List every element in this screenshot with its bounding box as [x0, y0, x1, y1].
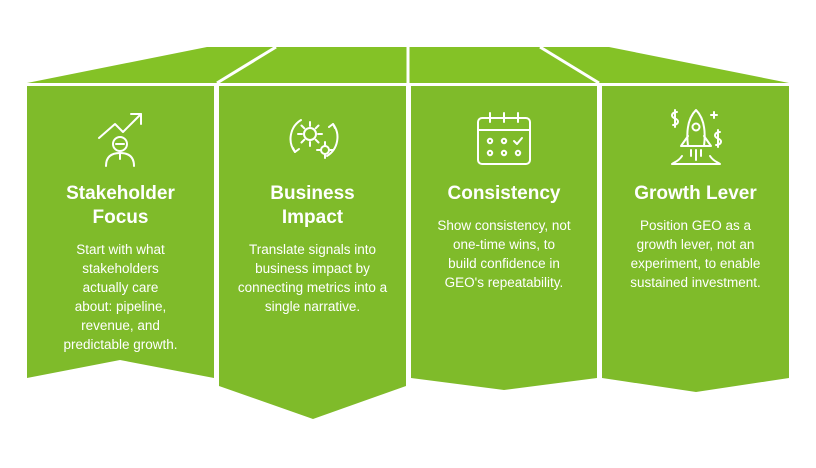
panel-growth-lever: Growth Lever Position GEO as a growth le…: [602, 86, 789, 378]
panel-business-impact: Business Impact Translate signals into b…: [219, 86, 406, 386]
panel-description: Translate signals into business impact b…: [237, 242, 388, 314]
roof-right: [409, 47, 789, 83]
panel-title: Growth Lever: [602, 182, 789, 206]
panel-2-shape: [219, 86, 406, 419]
panel-3-shape: [411, 86, 597, 390]
panel-stakeholder-focus: Stakeholder Focus Start with what stakeh…: [27, 86, 214, 378]
panel-1-shape: [27, 86, 214, 378]
gears-cycle-icon: [289, 119, 338, 159]
roof-left: [27, 47, 407, 83]
panel-consistency: Consistency Show consistency, not one-ti…: [411, 86, 597, 378]
panel-title: Consistency: [411, 182, 597, 206]
calendar-check-icon: [477, 112, 531, 165]
roof-divider-right: [539, 45, 600, 85]
title-line-1: Stakeholder: [66, 183, 175, 204]
panel-title: Stakeholder Focus: [27, 182, 214, 230]
growth-person-icon: [97, 113, 142, 167]
roof-divider-left: [216, 45, 277, 85]
title-line-2: Impact: [281, 207, 344, 228]
rocket-dollar-icon: [670, 109, 722, 165]
panel-description: Start with what stakeholders actually ca…: [63, 242, 178, 352]
title-line-1: Business: [270, 183, 355, 204]
panel-description: Position GEO as a growth lever, not an e…: [630, 218, 761, 290]
panel-4-shape: [602, 86, 789, 392]
panel-title: Business Impact: [219, 182, 406, 230]
title-line-1: Consistency: [447, 183, 561, 204]
title-line-1: Growth Lever: [634, 183, 757, 204]
panel-description: Show consistency, not one-time wins, to …: [437, 218, 571, 290]
title-line-2: Focus: [92, 207, 149, 228]
